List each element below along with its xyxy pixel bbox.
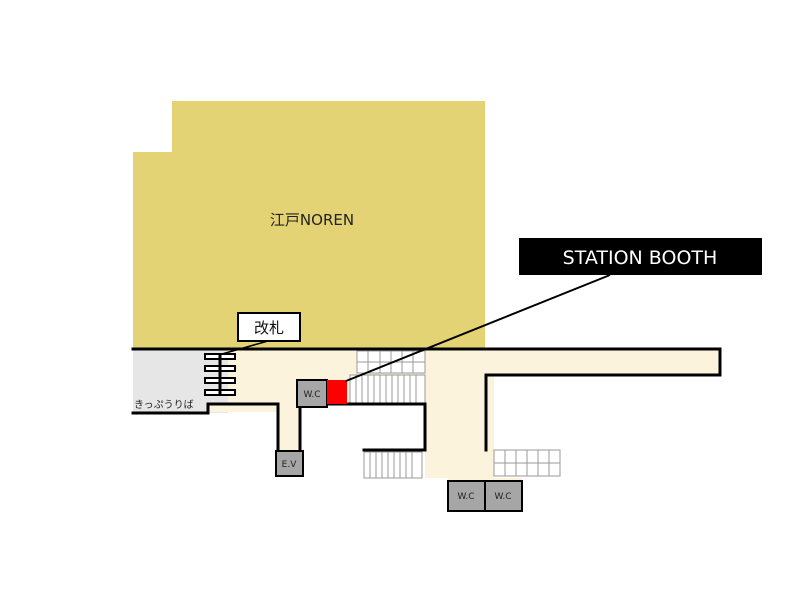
concourse <box>208 349 720 481</box>
booth-callout-leader <box>345 274 611 382</box>
wc-box-2 <box>447 480 486 512</box>
elevator-label: E.V <box>282 460 298 470</box>
ticket-area-label: きっぷうりば <box>134 399 194 411</box>
booth-callout-box <box>519 238 762 275</box>
wc-box-3 <box>484 480 523 512</box>
stairs-lower-left <box>363 451 423 479</box>
building-label: 江戸NOREN <box>270 211 354 229</box>
stairs-upper <box>349 350 426 405</box>
stairs-lower-right <box>493 449 561 477</box>
wc-label-3: W.C <box>494 492 511 502</box>
ticket-gates <box>204 353 236 396</box>
gate-callout-leader <box>221 340 269 355</box>
wc-label-1: W.C <box>303 390 320 400</box>
gate-callout-box <box>237 312 301 342</box>
station-booth <box>327 380 347 404</box>
wc-label-2: W.C <box>457 492 474 502</box>
elevator-box <box>275 450 304 477</box>
edo-noren-building <box>133 101 485 349</box>
gate-label: 改札 <box>254 319 284 337</box>
booth-callout-label: STATION BOOTH <box>563 247 718 269</box>
